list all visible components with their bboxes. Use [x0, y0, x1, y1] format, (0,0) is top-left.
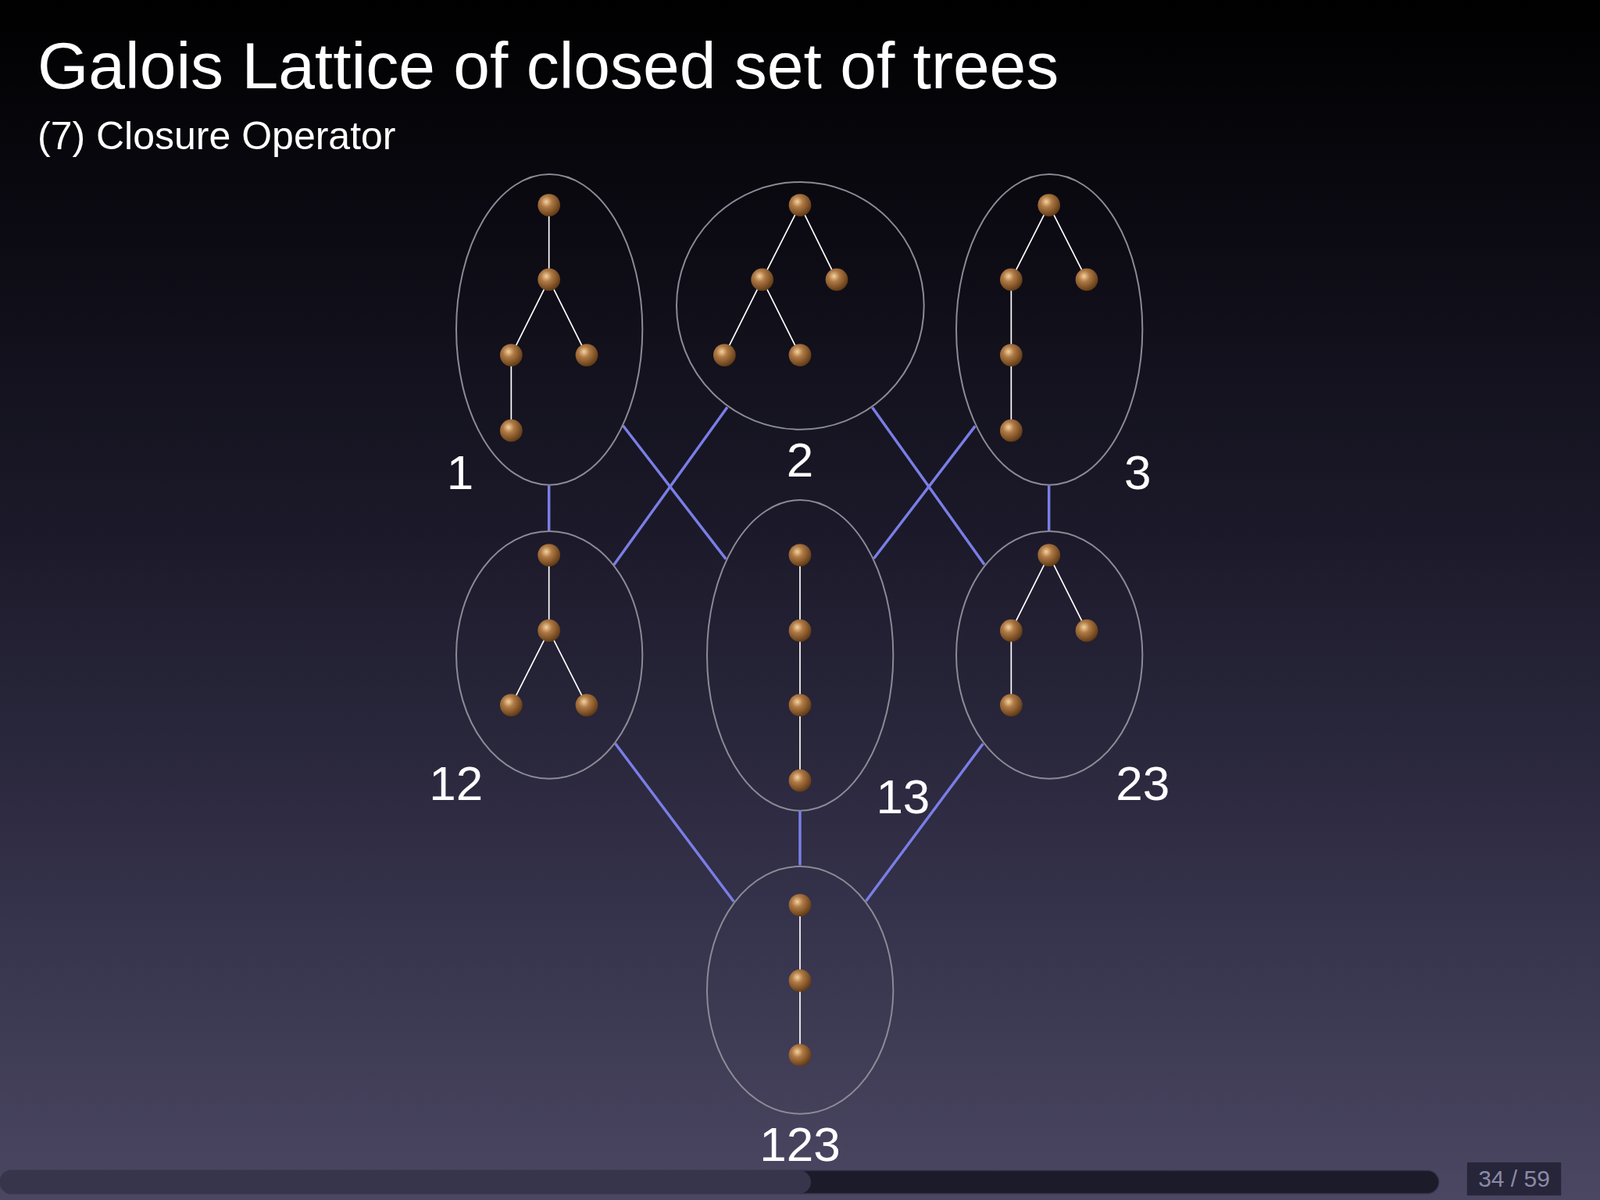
lattice-edge — [872, 407, 986, 565]
lattice-edge — [614, 407, 728, 565]
set-label: 3 — [1124, 448, 1151, 497]
set-ellipse: 23 — [955, 530, 1143, 780]
ellipse-shape — [456, 174, 643, 486]
ellipse-outline — [955, 530, 1143, 780]
ellipse-shape — [456, 531, 643, 779]
set-label: 23 — [1115, 759, 1170, 808]
ellipse-shape — [707, 866, 893, 1115]
ellipse-outline — [675, 181, 925, 431]
tree-edges — [510, 205, 1087, 1056]
lattice-edge — [865, 743, 983, 902]
set-ellipse: 3 — [955, 173, 1143, 486]
lattice-edge — [614, 742, 734, 901]
ellipse-outline — [706, 499, 894, 812]
set-label: 123 — [759, 1120, 840, 1169]
lattice-edge — [798, 810, 802, 865]
slide-subtitle: (7) Closure Operator — [37, 114, 397, 160]
set-label: 2 — [786, 435, 814, 485]
ellipse-outline — [955, 173, 1143, 486]
set-ellipse: 123 — [706, 865, 894, 1115]
ellipse-outline — [455, 173, 643, 486]
ellipse-shape — [676, 182, 925, 430]
progress-bar — [0, 1170, 1440, 1194]
set-ellipse: 12 — [455, 530, 643, 780]
ellipse-outline — [706, 865, 894, 1115]
set-label: 1 — [446, 448, 474, 497]
set-label: 12 — [428, 759, 483, 808]
tree-vertices — [500, 193, 1098, 1067]
ellipse-shape — [956, 174, 1143, 486]
set-ellipse: 2 — [675, 181, 925, 431]
set-label: 13 — [875, 772, 930, 822]
progress-fill — [0, 1170, 811, 1194]
page-counter-box — [1466, 1161, 1562, 1197]
ellipse-shape — [956, 531, 1143, 779]
lattice-edge — [547, 485, 551, 531]
slide-title: Galois Lattice of closed set of trees — [37, 29, 1059, 102]
lattice-edge — [873, 425, 975, 559]
set-ellipse: 13 — [706, 499, 894, 812]
ellipse-outline — [455, 530, 643, 780]
set-ellipse: 1 — [455, 173, 643, 486]
lattice-edge — [1047, 485, 1051, 531]
page-counter: 34 / 59 — [1478, 1165, 1550, 1193]
lattice-edge — [622, 425, 726, 560]
ellipse-shape — [707, 500, 893, 811]
